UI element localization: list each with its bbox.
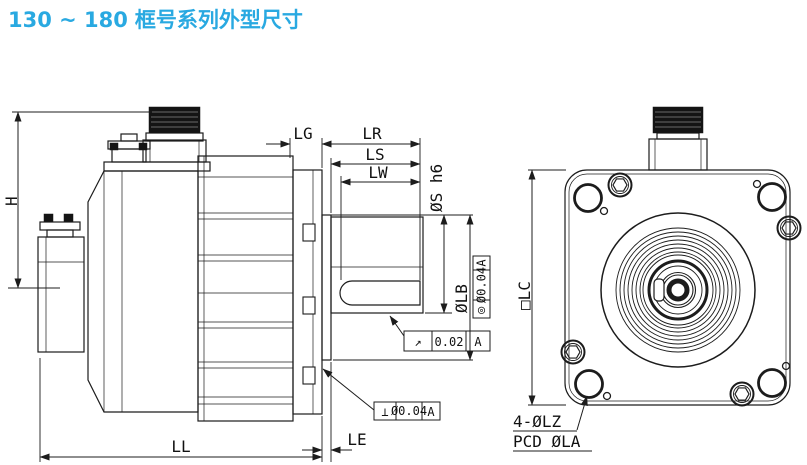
dim-label-LW: LW xyxy=(368,163,388,182)
pin-holes xyxy=(599,179,791,401)
motor-front-view xyxy=(560,106,802,407)
flange-inner-contour xyxy=(568,173,787,402)
rear-endbell xyxy=(87,170,199,413)
circular-runout-icon: ↗ xyxy=(414,335,421,349)
perpendicularity-datum: A xyxy=(427,405,435,419)
encoder-connector xyxy=(39,213,81,238)
perpendicularity-icon: ⊥ xyxy=(381,405,388,419)
dim-label-shaft-dia: ØS h6 xyxy=(427,164,446,212)
dim-LC: □LC xyxy=(515,169,536,406)
dim-label-LG: LG xyxy=(293,124,312,143)
shaft xyxy=(321,214,424,361)
motor-side-view xyxy=(37,106,424,422)
concentricity-datum: A xyxy=(475,259,489,267)
dim-label-LC: □LC xyxy=(515,281,534,310)
concentricity-icon: ◎ xyxy=(478,303,485,317)
title-frame-range: 130 ~ 180 xyxy=(8,8,128,32)
shaft-and-bearing-rings xyxy=(600,212,756,368)
dim-label-LL: LL xyxy=(171,437,190,456)
dim-label-H: H xyxy=(2,196,21,206)
runout-datum: A xyxy=(474,335,482,349)
hex-screws xyxy=(560,172,802,407)
dim-shaft-diameter: ØS h6 xyxy=(427,164,448,314)
power-connector xyxy=(142,106,207,163)
dim-LL: LL xyxy=(39,437,323,461)
dim-LG: LG xyxy=(266,124,313,148)
label-pcd: PCD ØLA xyxy=(513,432,581,451)
front-view-dimensions: □LC 4-ØLZ PCD ØLA xyxy=(513,169,592,452)
dim-pilot-diameter: ØLB xyxy=(452,214,474,361)
dim-LR: LR xyxy=(321,124,421,148)
front-flange xyxy=(292,169,323,415)
dim-H: H xyxy=(2,111,22,289)
finned-body xyxy=(197,155,294,422)
page-title: 130 ~ 180 框号系列外型尺寸 xyxy=(8,8,303,32)
front-keyway-mark xyxy=(653,278,665,302)
dim-LE: LE xyxy=(302,430,367,454)
dim-label-LS: LS xyxy=(365,145,384,164)
side-view-dimensions: H LL LE LG LR LS LW xyxy=(2,111,491,462)
fcf-perpendicularity: ⊥ Ø0.04 A xyxy=(322,368,441,421)
perpendicularity-value: Ø0.04 xyxy=(391,404,427,418)
mounting-holes xyxy=(573,182,787,399)
front-view-connector xyxy=(648,106,708,171)
label-hole-count: 4-ØLZ xyxy=(513,412,562,431)
concentricity-value: Ø0.04 xyxy=(475,267,489,303)
dim-LS: LS xyxy=(330,145,421,168)
fcf-runout: ↗ 0.02 A xyxy=(389,315,491,352)
connector-platform xyxy=(103,161,211,172)
runout-value: 0.02 xyxy=(435,335,464,349)
encoder-housing xyxy=(37,236,85,353)
fcf-concentricity: ◎ Ø0.04 A xyxy=(472,255,491,319)
title-text: 框号系列外型尺寸 xyxy=(135,8,303,32)
dim-label-pilot-dia: ØLB xyxy=(452,284,471,313)
dim-label-LE: LE xyxy=(347,430,366,449)
keyway xyxy=(339,280,421,306)
pilot-spigot xyxy=(321,214,332,361)
dim-mounting-holes: 4-ØLZ PCD ØLA xyxy=(513,395,592,452)
signal-connector xyxy=(107,133,151,163)
dim-label-LR: LR xyxy=(362,124,382,143)
dim-LW: LW xyxy=(340,163,421,186)
